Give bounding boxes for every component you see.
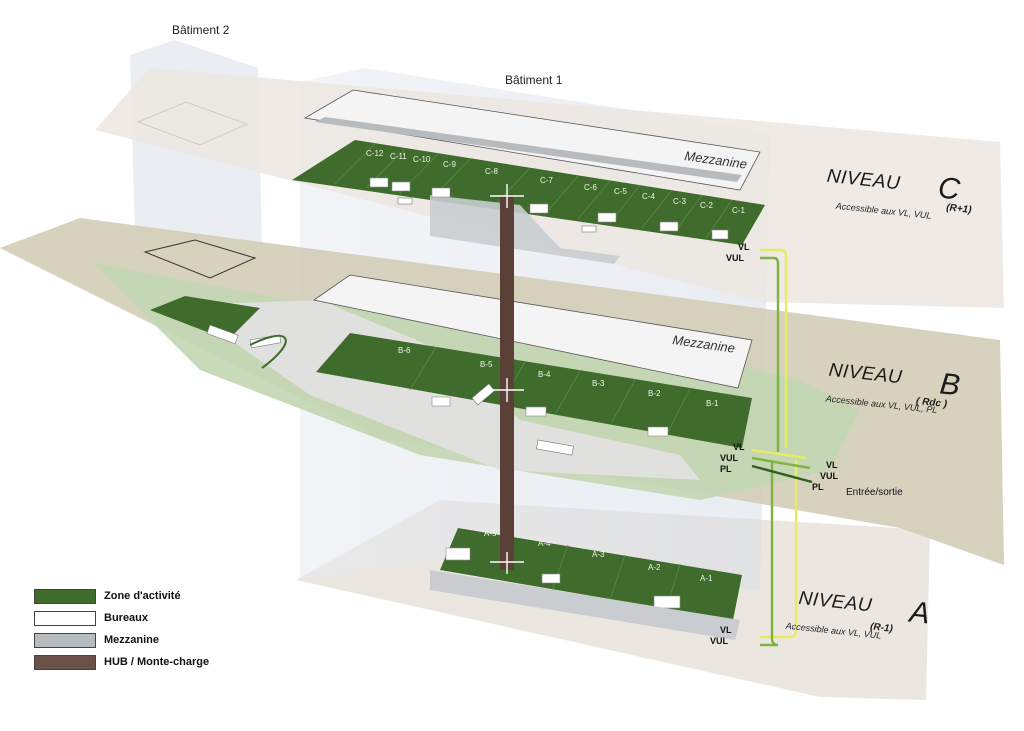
unit-label-c-2: C-2 [700, 201, 713, 210]
route-label-c-vl: VL [738, 242, 750, 252]
unit-label-c-10: C-10 [413, 155, 431, 164]
unit-label-b-3: B-3 [592, 379, 605, 388]
level-c-activity-floor [292, 140, 765, 245]
route-label-a-vl: VL [720, 625, 732, 635]
entry-exit-label: Entrée/sortie [846, 487, 903, 498]
unit-label-c-12: C-12 [366, 149, 384, 158]
unit-label-b-5: B-5 [480, 360, 493, 369]
unit-label-b-6: B-6 [398, 346, 411, 355]
legend-swatch-activity-zone [34, 588, 96, 604]
level-b-offices [431, 396, 669, 437]
level-c-mezzanine-strip [315, 117, 742, 182]
level-a-offices [445, 547, 681, 609]
unit-label-c-1: C-1 [732, 206, 745, 215]
legend-label-activity-zone: Zone d'activité [104, 590, 181, 602]
route-label-b-vl-out: VL [826, 460, 838, 470]
level-a-letter: A [906, 595, 931, 630]
legend-item-offices: Bureaux [34, 607, 264, 629]
unit-label-c-9: C-9 [443, 160, 456, 169]
level-b-activity-floor [316, 333, 752, 448]
unit-label-c-6: C-6 [584, 183, 597, 192]
unit-label-b-4: B-4 [538, 370, 551, 379]
route-label-b-vl-in: VL [733, 442, 745, 452]
route-label-b-pl-in: PL [720, 464, 732, 474]
truck-icons [206, 197, 605, 612]
level-b-dividers [409, 346, 691, 433]
level-b-mezzanine [313, 274, 753, 389]
level-b-floor: ( Rdc ) [915, 396, 948, 410]
legend-label-hub: HUB / Monte-charge [104, 656, 210, 668]
legend-swatch-mezzanine [34, 632, 96, 648]
route-label-b-vul-out: VUL [820, 471, 839, 481]
route-label-b-pl-out: PL [812, 482, 824, 492]
unit-label-b-1: B-1 [706, 399, 719, 408]
unit-label-a-4: A-4 [538, 539, 551, 548]
hub-direction-arrows [490, 184, 524, 574]
building-2-lower-floor [143, 239, 257, 279]
unit-label-a-5: A-5 [484, 529, 497, 538]
legend-item-mezzanine: Mezzanine [34, 629, 264, 651]
building-2-activity [150, 296, 260, 340]
legend-item-hub: HUB / Monte-charge [34, 651, 264, 673]
legend-label-offices: Bureaux [104, 612, 149, 624]
unit-label-c-11: C-11 [390, 152, 407, 161]
unit-label-c-7: C-7 [540, 176, 553, 185]
unit-label-c-3: C-3 [673, 197, 686, 206]
vehicle-routes [751, 248, 813, 647]
unit-label-a-1: A-1 [700, 574, 713, 583]
unit-label-a-3: A-3 [592, 550, 605, 559]
route-label-a-vul: VUL [710, 636, 729, 646]
route-label-c-vul: VUL [726, 253, 745, 263]
unit-label-c-5: C-5 [614, 187, 627, 196]
unit-label-c-8: C-8 [485, 167, 498, 176]
level-c-courtyard [430, 195, 620, 264]
legend: Zone d'activité Bureaux Mezzanine HUB / … [34, 585, 264, 673]
level-c-floor: (R+1) [946, 202, 973, 216]
access-ramp [249, 335, 287, 369]
level-a-courtyard [430, 570, 740, 640]
legend-swatch-offices [34, 610, 96, 626]
building-2-label: Bâtiment 2 [172, 23, 230, 37]
level-c-offices [369, 177, 729, 240]
route-label-b-vul-in: VUL [720, 453, 739, 463]
building-1-label: Bâtiment 1 [505, 73, 563, 87]
legend-label-mezzanine: Mezzanine [104, 634, 160, 646]
legend-item-activity-zone: Zone d'activité [34, 585, 264, 607]
legend-swatch-hub [34, 654, 96, 670]
unit-label-c-4: C-4 [642, 192, 655, 201]
unit-label-b-2: B-2 [648, 389, 661, 398]
level-c-letter: C [937, 171, 962, 206]
level-b-letter: B [938, 367, 961, 402]
level-a-floor: (R-1) [870, 621, 894, 634]
unit-label-a-2: A-2 [648, 563, 661, 572]
